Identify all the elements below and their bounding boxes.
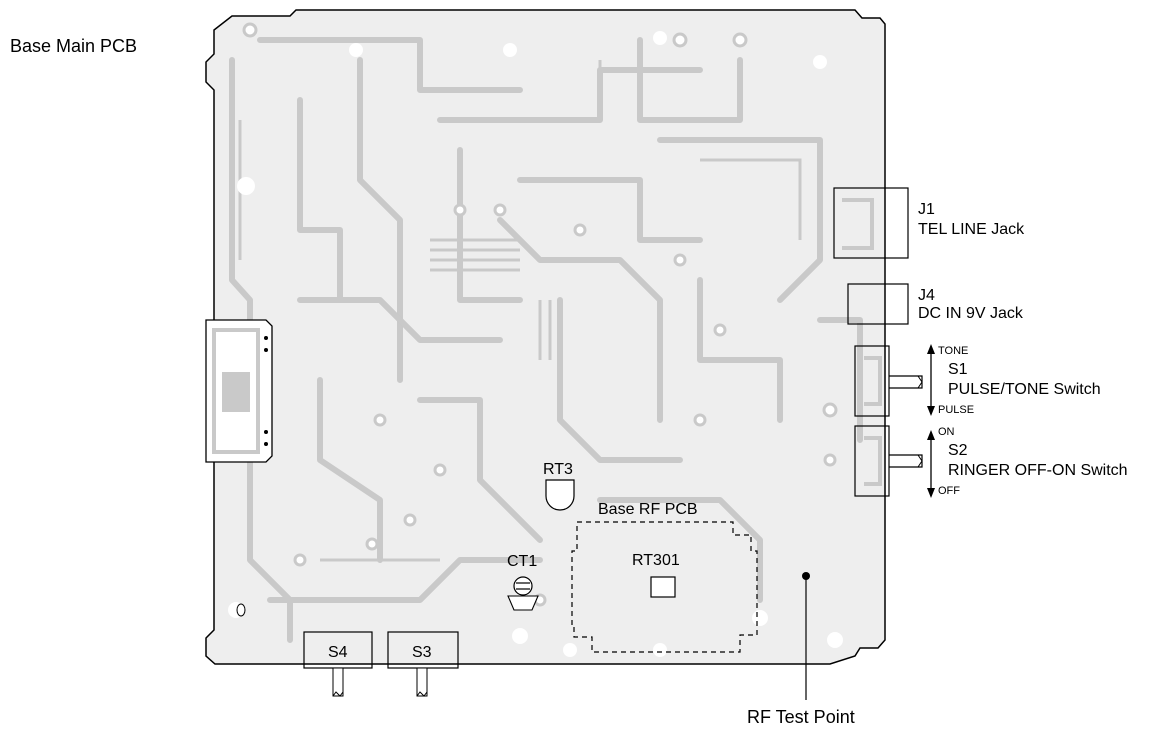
rf-pcb-label: Base RF PCB <box>598 501 698 518</box>
s1-switch <box>854 344 935 417</box>
j4-desc-label: DC IN 9V Jack <box>918 305 1024 322</box>
s2-switch <box>854 425 935 498</box>
ct1-trimmer <box>507 576 539 611</box>
s2-off-label: OFF <box>938 485 960 497</box>
j1-jack <box>833 187 909 259</box>
s1-pulse-label: PULSE <box>938 404 974 416</box>
j1-ref-label: J1 <box>918 201 935 218</box>
rt301-label: RT301 <box>632 552 680 569</box>
j4-jack <box>847 283 909 325</box>
s2-on-label: ON <box>938 426 955 438</box>
edge-connector <box>205 319 273 463</box>
s4-switch <box>303 631 373 697</box>
diagram-title: Base Main PCB <box>10 36 137 56</box>
s1-tone-label: TONE <box>938 345 968 357</box>
rt3-component <box>545 479 575 511</box>
s1-desc-label: PULSE/TONE Switch <box>948 381 1101 398</box>
s2-ref-label: S2 <box>948 442 968 459</box>
rt3-label: RT3 <box>543 461 573 478</box>
mounting-hole <box>236 603 246 617</box>
s2-desc-label: RINGER OFF-ON Switch <box>948 462 1128 479</box>
pcb-pads <box>228 22 843 657</box>
s3-label: S3 <box>412 644 432 661</box>
s1-ref-label: S1 <box>948 361 968 378</box>
rt301-component <box>650 576 676 598</box>
pcb-board <box>205 9 886 665</box>
rf-test-point-label: RF Test Point <box>747 707 855 727</box>
ct1-label: CT1 <box>507 553 537 570</box>
base-rf-pcb-outline <box>571 521 758 653</box>
j1-desc-label: TEL LINE Jack <box>918 221 1025 238</box>
s4-label: S4 <box>328 644 348 661</box>
j4-ref-label: J4 <box>918 287 935 304</box>
pcb-traces <box>229 37 863 643</box>
s3-switch <box>387 631 459 697</box>
